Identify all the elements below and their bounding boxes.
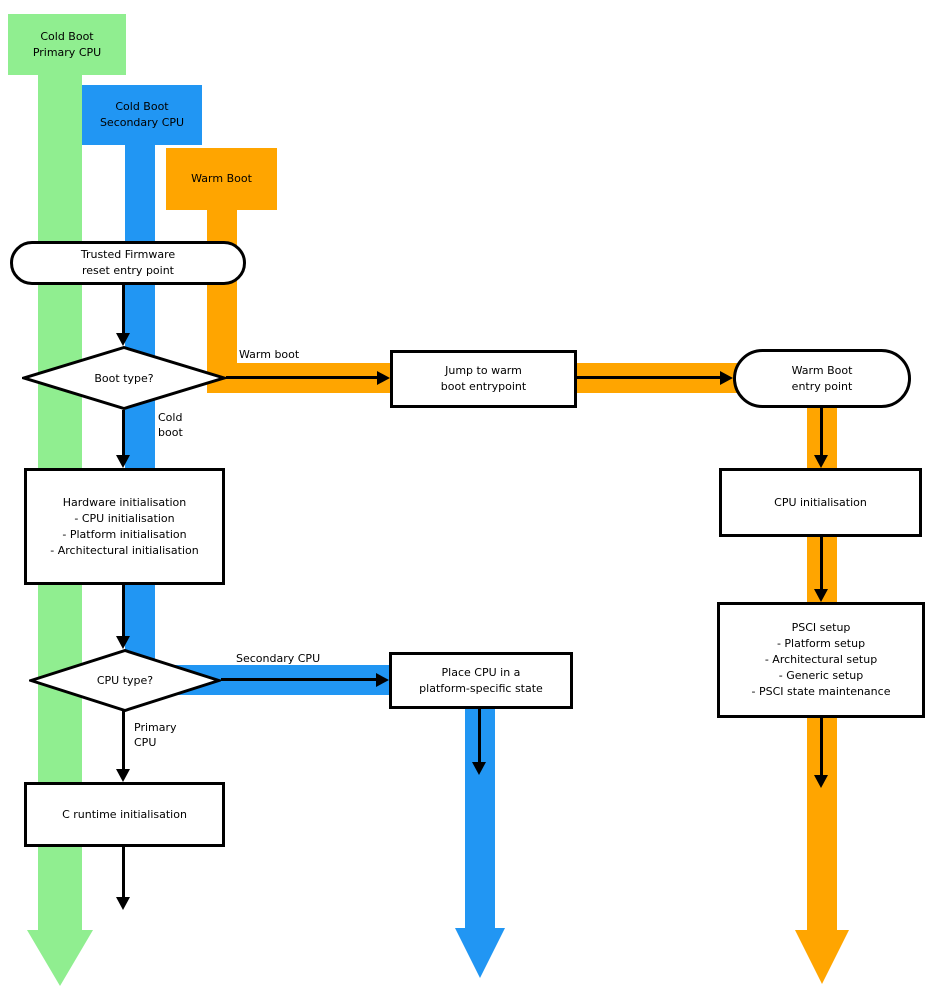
warm-boot-band-arrowhead <box>795 930 849 984</box>
cold-boot-secondary-band-arrowhead <box>455 928 505 978</box>
node-psci-setup: PSCI setup - Platform setup - Architectu… <box>717 602 925 718</box>
boot-type-label: Boot type? <box>94 371 154 385</box>
arrow-cruntime-down-head <box>116 897 130 910</box>
arrow-hwinit-to-cputype-line <box>122 585 125 637</box>
arrow-cruntime-down-line <box>122 847 125 897</box>
node-c-runtime-initialisation: C runtime initialisation <box>24 782 225 847</box>
arrow-placecpu-down-line <box>478 709 481 762</box>
edge-label-primary-cpu: Primary CPU <box>134 721 177 749</box>
node-warm-boot-entry-point: Warm Boot entry point <box>733 349 911 408</box>
arrow-boottype-to-hwinit-head <box>116 455 130 468</box>
arrow-warmentry-to-cpuinit-line <box>820 408 823 455</box>
legend-cold-boot-primary: Cold Boot Primary CPU <box>8 14 126 75</box>
arrow-cputype-to-placecpu-head <box>376 673 389 687</box>
cpu-type-label: CPU type? <box>96 674 154 687</box>
legend-warm-boot: Warm Boot <box>166 148 277 210</box>
boot-type-diamond-shape <box>22 346 226 410</box>
arrow-boottype-to-jump-line <box>226 376 378 379</box>
arrow-reset-to-boottype-head <box>116 333 130 346</box>
cpu-type-diamond-shape <box>29 649 221 712</box>
legend-cold-boot-secondary: Cold Boot Secondary CPU <box>82 85 202 145</box>
arrow-warmentry-to-cpuinit-head <box>814 455 828 468</box>
node-cpu-initialisation: CPU initialisation <box>719 468 922 537</box>
arrow-cputype-to-cruntime-line <box>122 711 125 769</box>
arrow-cputype-to-placecpu-line <box>221 678 377 681</box>
edge-label-cold-boot: Cold boot <box>158 411 183 439</box>
warm-boot-band-vertical <box>207 185 237 393</box>
arrow-cpuinit-to-psci-head <box>814 589 828 602</box>
arrow-psci-down-head <box>814 775 828 788</box>
node-hardware-initialisation: Hardware initialisation - CPU initialisa… <box>24 468 225 585</box>
arrow-placecpu-down-head <box>472 762 486 775</box>
arrow-boottype-to-hwinit-line <box>122 410 125 456</box>
node-boot-type-decision: Boot type? <box>22 346 226 410</box>
arrow-jump-to-warmentry-head <box>720 371 733 385</box>
edge-label-warm-boot: Warm boot <box>239 348 300 361</box>
node-jump-warm-boot: Jump to warm boot entrypoint <box>390 350 577 408</box>
arrow-cpuinit-to-psci-line <box>820 537 823 589</box>
arrow-reset-to-boottype-line <box>122 285 125 335</box>
arrow-cputype-to-cruntime-head <box>116 769 130 782</box>
node-reset-entry-point: Trusted Firmware reset entry point <box>10 241 246 285</box>
node-cpu-type-decision: CPU type? <box>29 649 221 712</box>
node-place-cpu: Place CPU in a platform-specific state <box>389 652 573 709</box>
arrow-hwinit-to-cputype-head <box>116 636 130 649</box>
arrow-jump-to-warmentry-line <box>577 376 721 379</box>
edge-label-secondary-cpu: Secondary CPU <box>236 652 321 665</box>
arrow-boottype-to-jump-head <box>377 371 390 385</box>
arrow-psci-down-line <box>820 718 823 775</box>
cold-boot-primary-band-arrowhead <box>27 930 93 986</box>
